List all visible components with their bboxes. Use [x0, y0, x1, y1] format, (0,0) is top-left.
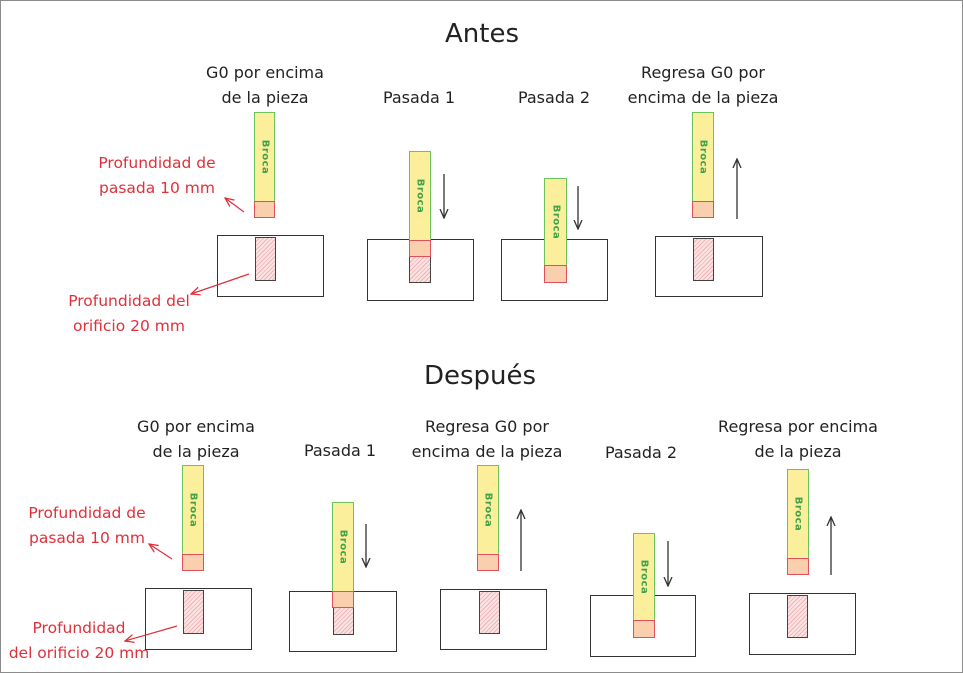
drill-tip	[254, 201, 275, 218]
drill-tip	[332, 591, 354, 608]
drill-tip	[787, 558, 809, 575]
label-pasada1-antes: Pasada 1	[382, 88, 456, 107]
drill-bit: Broca	[332, 502, 354, 608]
drill-tip	[477, 554, 499, 571]
label-regresa-antes: Regresa G0 por encima de la pieza	[627, 63, 779, 107]
drill-bit: Broca	[544, 178, 567, 283]
drill-bit: Broca	[254, 112, 275, 218]
hole	[693, 238, 714, 281]
section-title-antes: Antes	[444, 19, 520, 49]
drill-bit: Broca	[633, 533, 655, 638]
label-pasada2-despues: Pasada 2	[604, 443, 678, 462]
drill-tip	[409, 240, 431, 257]
drill-bit: Broca	[692, 112, 714, 218]
label-regresa1-despues: Regresa G0 por encima de la pieza	[411, 417, 563, 461]
annotation-pasada-depth-antes: Profundidad de pasada 10 mm	[98, 154, 216, 197]
hole	[255, 237, 276, 281]
label-pasada1-despues: Pasada 1	[303, 441, 377, 460]
pointer-arrow-icon	[191, 273, 250, 294]
label-pasada2-antes: Pasada 2	[517, 88, 591, 107]
label-g0-despues: G0 por encima de la pieza	[137, 417, 255, 461]
annotation-hole-depth-despues: Profundidad del orificio 20 mm	[8, 619, 150, 662]
drill-bit: Broca	[409, 151, 431, 257]
hole	[787, 595, 808, 638]
drill-tip	[633, 620, 655, 638]
drill-bit: Broca	[787, 469, 809, 575]
drill-tip	[692, 201, 714, 218]
drill-tip	[544, 265, 567, 283]
label-regresa2-despues: Regresa por encima de la pieza	[718, 417, 878, 461]
section-title-despues: Después	[423, 361, 537, 391]
pointer-arrow-icon	[225, 198, 245, 213]
annotation-pasada-depth-despues: Profundidad de pasada 10 mm	[28, 504, 146, 547]
annotation-hole-depth-antes: Profundidad del orificio 20 mm	[68, 292, 190, 335]
label-g0-antes: G0 por encima de la pieza	[206, 63, 324, 107]
hole	[183, 590, 204, 634]
pointer-arrow-icon	[125, 625, 178, 641]
drill-bit: Broca	[477, 465, 499, 571]
drill-tip	[182, 554, 204, 571]
drill-bit: Broca	[182, 465, 204, 571]
hole	[479, 591, 500, 634]
pointer-arrow-icon	[149, 544, 173, 560]
